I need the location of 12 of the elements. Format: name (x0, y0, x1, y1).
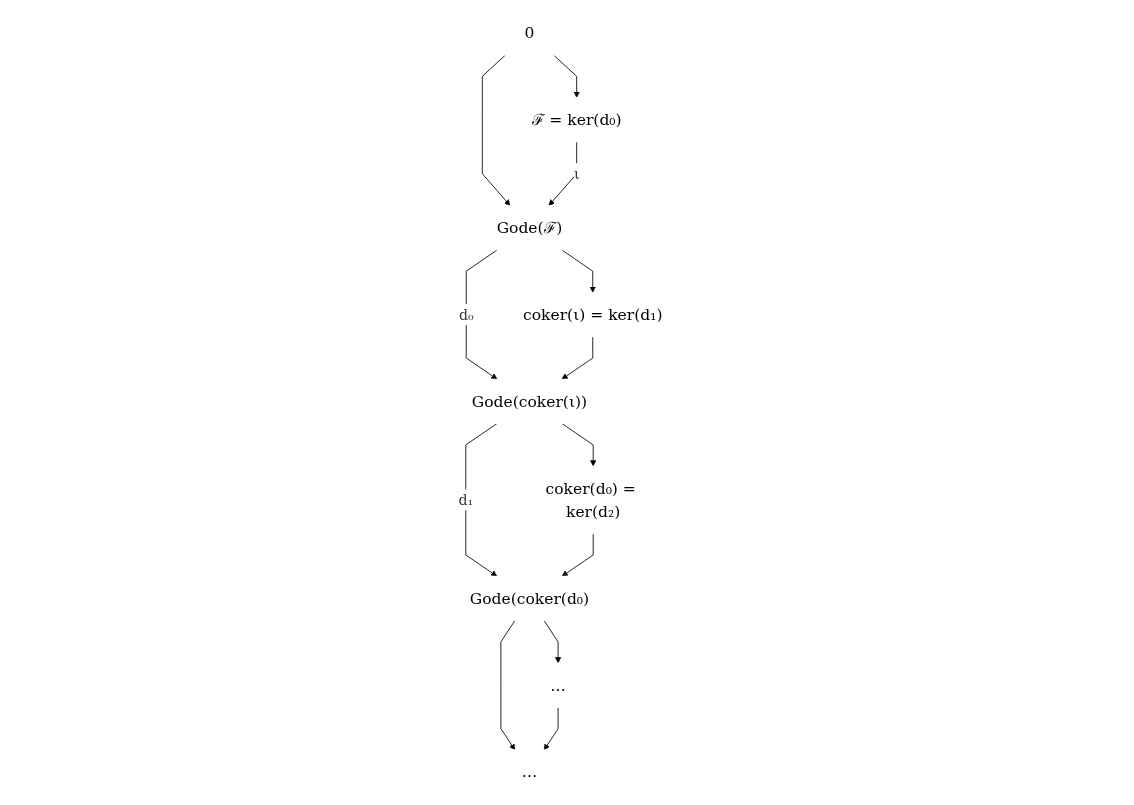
node-text: 0 (524, 24, 535, 42)
edge-label: ι (574, 165, 580, 183)
node-text: … (550, 676, 567, 695)
node-text: coker(ι) = ker(d₁) (523, 305, 663, 324)
node-text: Gode(coker(d₀) (470, 589, 590, 608)
node-text: ℱ = ker(d₀) (531, 110, 622, 129)
node-text: Gode(ℱ) (496, 218, 563, 237)
edge-label: d₀ (459, 306, 474, 324)
node-text: … (521, 763, 538, 781)
node-text: Gode(coker(ι)) (472, 392, 588, 411)
edge-label: d₁ (458, 491, 474, 509)
node-text: coker(d₀) = ker(d₂) (545, 479, 637, 521)
